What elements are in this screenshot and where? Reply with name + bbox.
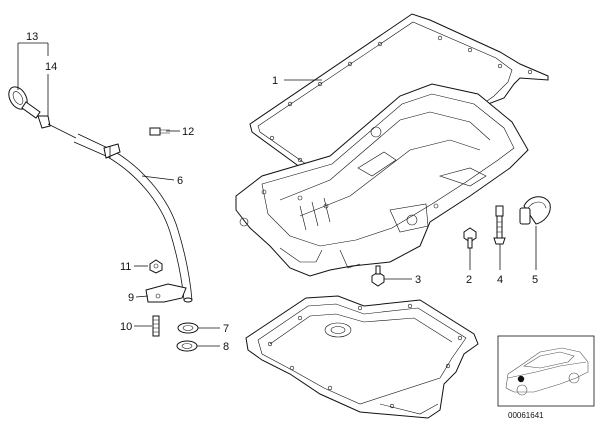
upper-oil-pan (235, 83, 529, 277)
lower-oil-pan (245, 295, 479, 419)
seal-ring-7 (177, 322, 199, 334)
diagram-reference-number: 00061641 (508, 411, 544, 420)
dipstick-guide-tube (73, 133, 193, 303)
callout-5: 5 (532, 274, 538, 286)
bracket-9 (145, 283, 187, 303)
callout-7: 7 (223, 323, 229, 335)
callout-11: 11 (120, 261, 131, 273)
callout-4: 4 (497, 274, 503, 286)
callout-12: 12 (182, 126, 194, 138)
callout-2: 2 (466, 274, 472, 286)
callout-6: 6 (177, 175, 183, 187)
bolt-4 (493, 205, 506, 245)
callout-10: 10 (120, 321, 132, 333)
callout-1: 1 (272, 75, 278, 87)
callout-3: 3 (415, 274, 421, 286)
seal-ring-8 (176, 340, 198, 352)
stud-10 (152, 315, 160, 337)
vehicle-location-inset (497, 335, 595, 407)
bolt-12 (149, 127, 170, 136)
callout-14: 14 (45, 61, 57, 73)
callout-8: 8 (223, 341, 229, 353)
callout-13: 13 (26, 31, 38, 43)
drain-bolt-3 (371, 265, 385, 287)
callout-labels: 1 13 14 12 6 11 9 10 7 8 3 2 4 5 (26, 31, 538, 353)
car-sketch (505, 347, 589, 396)
bolt-2 (463, 227, 477, 249)
oil-level-sensor-5 (519, 196, 551, 225)
callout-9: 9 (128, 292, 134, 304)
leader-lines (17, 42, 537, 347)
nut-11 (149, 259, 163, 274)
oil-dipstick (8, 86, 77, 139)
